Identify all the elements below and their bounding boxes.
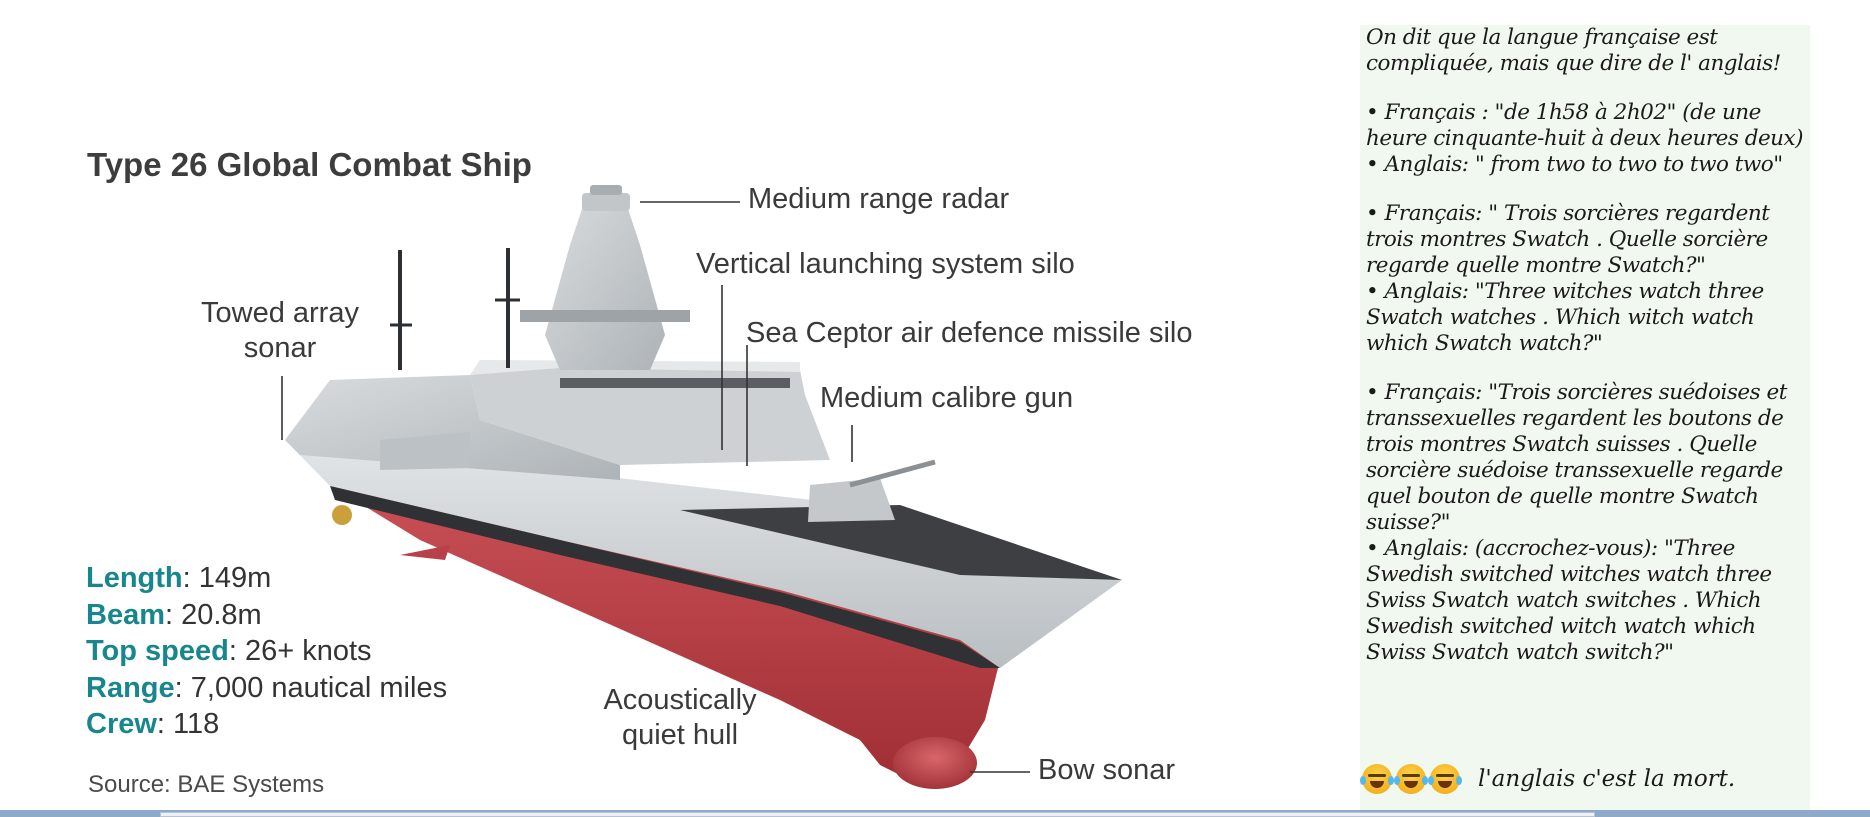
gun-barrel: [849, 459, 936, 488]
label-towed-line1: Towed array: [201, 297, 359, 329]
label-towed-line2: sonar: [243, 331, 317, 364]
ship-specs: Length: 149m Beam: 20.8m Top speed: 26+ …: [86, 560, 447, 743]
label-medium-range-radar: Medium range radar: [748, 183, 1010, 215]
radar-mast: [545, 200, 665, 370]
hull-grey-section: [285, 440, 1122, 668]
radar-top: [590, 185, 622, 195]
note-paragraph-swedish: • Français: "Trois sorcières suédoises e…: [1366, 380, 1787, 665]
rudder: [400, 545, 450, 560]
hull-red-section: [330, 485, 1000, 785]
tears-of-joy-emoji-icon: [1360, 764, 1394, 794]
spec-range: Range: 7,000 nautical miles: [86, 671, 448, 704]
bow-deck: [680, 505, 1122, 580]
label-vertical-launching-system: Vertical launching system silo: [696, 248, 1075, 280]
source-credit: Source: BAE Systems: [88, 771, 325, 798]
note-text: On dit que la langue française est compl…: [1366, 25, 1806, 689]
spec-top-speed: Top speed: 26+ knots: [86, 635, 372, 667]
label-medium-calibre-gun: Medium calibre gun: [820, 382, 1074, 414]
label-sea-ceptor: Sea Ceptor air defence missile silo: [746, 317, 1193, 349]
hangar-panel: [380, 432, 470, 470]
waterline-strip: [330, 486, 1000, 668]
spec-length: Length: 149m: [86, 562, 272, 594]
label-acoustically-quiet-hull: Acoustically quiet hull: [590, 683, 770, 753]
bottom-scroll-area[interactable]: [160, 812, 1595, 817]
tears-of-joy-emoji-icon: [1394, 764, 1428, 794]
infographic-title: Type 26 Global Combat Ship: [87, 146, 532, 183]
note-paragraph-witches: • Français: " Trois sorcières regardent …: [1366, 201, 1770, 356]
label-hull-line1: Acoustically: [603, 684, 757, 716]
leader-lines: [281, 201, 1030, 773]
note-footer-text: l'anglais c'est la mort.: [1478, 766, 1736, 792]
superstructure-main: [470, 365, 830, 465]
mast-platform: [520, 310, 690, 322]
spec-beam: Beam: 20.8m: [86, 598, 262, 631]
note-paragraph-time: • Français : "de 1h58 à 2h02" (de une he…: [1366, 100, 1804, 177]
bridge-windows: [560, 378, 790, 388]
label-towed-array-sonar: Towed array sonar: [190, 296, 370, 366]
bow-bulb: [893, 737, 977, 789]
radar-dome: [582, 193, 630, 211]
propeller: [332, 505, 352, 525]
note-paragraph-intro: On dit que la langue française est compl…: [1366, 25, 1781, 76]
spec-crew: Crew: 118: [86, 708, 220, 740]
note-footer: l'anglais c'est la mort.: [1360, 764, 1736, 794]
label-hull-line2: quiet hull: [621, 718, 739, 751]
tears-of-joy-emoji-icon: [1428, 764, 1462, 794]
gun-turret: [808, 478, 895, 522]
note-panel: [1360, 25, 1810, 810]
superstructure-aft: [285, 375, 620, 480]
label-bow-sonar: Bow sonar: [1038, 754, 1176, 786]
